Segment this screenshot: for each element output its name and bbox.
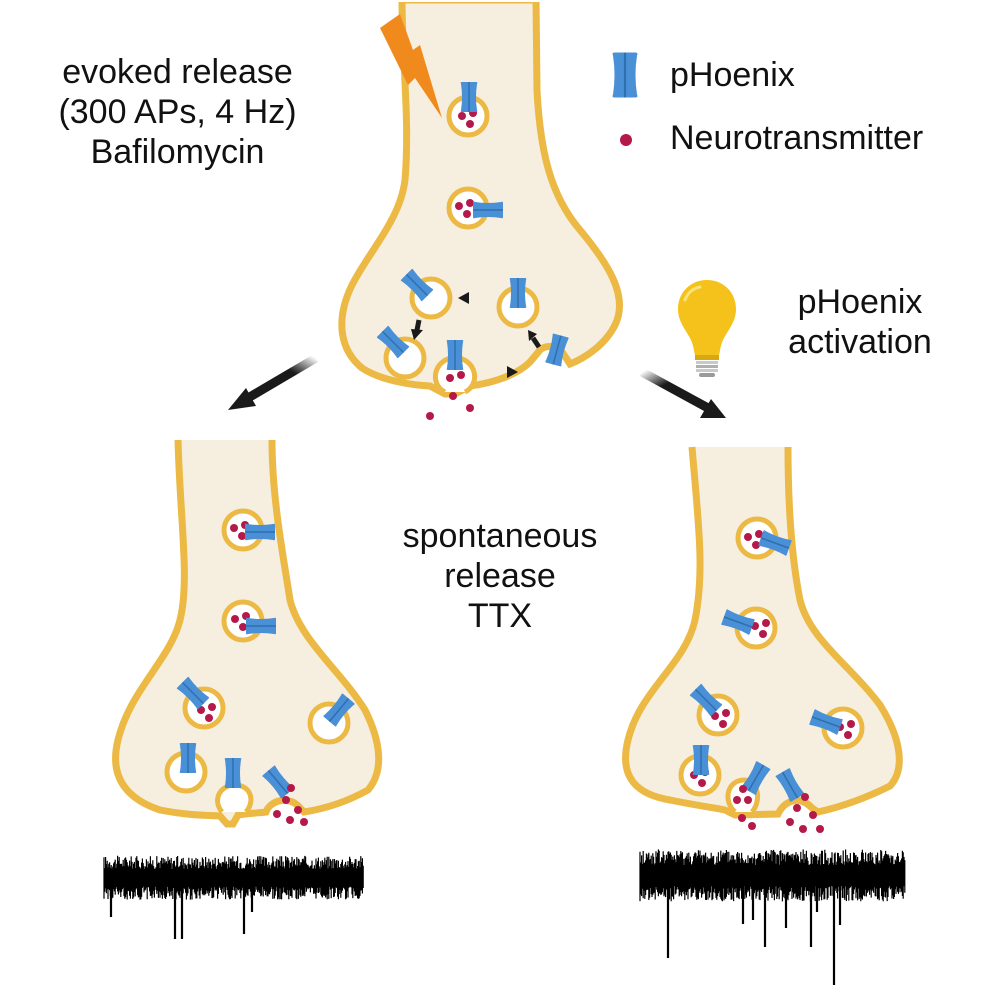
mepsc-trace-phoenix	[639, 849, 906, 985]
recycling-arrows	[411, 292, 542, 378]
activation-line-1: pHoenix	[797, 283, 923, 321]
br-vesicle-5	[678, 744, 722, 797]
br-vesicle-3	[688, 682, 740, 737]
top-vesicle-3	[399, 267, 453, 320]
lightning-icon	[380, 14, 442, 118]
bl-vesicle-3	[175, 675, 226, 730]
bl-vesicle-4	[307, 692, 356, 745]
evoked-line-2: (300 APs, 4 Hz)	[58, 93, 297, 131]
legend-phoenix-label: pHoenix	[670, 56, 795, 94]
phoenix-activation-label: pHoenix activation	[760, 282, 960, 362]
bl-vesicle-2	[221, 599, 277, 643]
spontaneous-release-label: spontaneous release TTX	[360, 516, 640, 636]
light-bulb-icon	[678, 280, 736, 377]
evoked-release-label: evoked release (300 APs, 4 Hz) Bafilomyc…	[20, 52, 335, 172]
top-vesicle-5	[375, 324, 427, 380]
br-vesicle-1	[735, 516, 793, 560]
bl-vesicle-releasing	[261, 764, 308, 826]
arrow-to-right-panel	[639, 368, 726, 418]
spont-line-2: release	[444, 557, 556, 595]
top-vesicle-2	[446, 186, 504, 230]
top-vesicle-fusing	[426, 339, 478, 420]
evoked-line-1: evoked release	[62, 53, 293, 91]
br-vesicle-2	[720, 606, 778, 650]
trace-noise	[103, 855, 364, 900]
bl-vesicle-1	[221, 508, 276, 552]
top-vesicle-1	[446, 81, 490, 138]
bl-vesicle-6	[215, 757, 254, 814]
bl-vesicle-5	[164, 742, 208, 794]
trace-noise	[639, 849, 906, 902]
br-vesicle-releasing-2	[774, 767, 824, 833]
evoked-line-3: Bafilomycin	[90, 133, 265, 171]
legend-phoenix-icon	[611, 51, 639, 99]
br-vesicle-releasing-1	[725, 760, 772, 830]
spont-line-1: spontaneous	[402, 517, 598, 555]
br-vesicle-4	[808, 706, 865, 750]
mepsc-trace-control	[103, 855, 364, 939]
top-vesicle-4	[496, 277, 540, 329]
activation-line-2: activation	[788, 323, 932, 361]
spont-line-3: TTX	[467, 597, 533, 635]
legend-neurotransmitter-icon	[620, 134, 632, 146]
legend-neurotransmitter-label: Neurotransmitter	[670, 119, 924, 157]
arrow-to-left-panel	[228, 354, 319, 410]
